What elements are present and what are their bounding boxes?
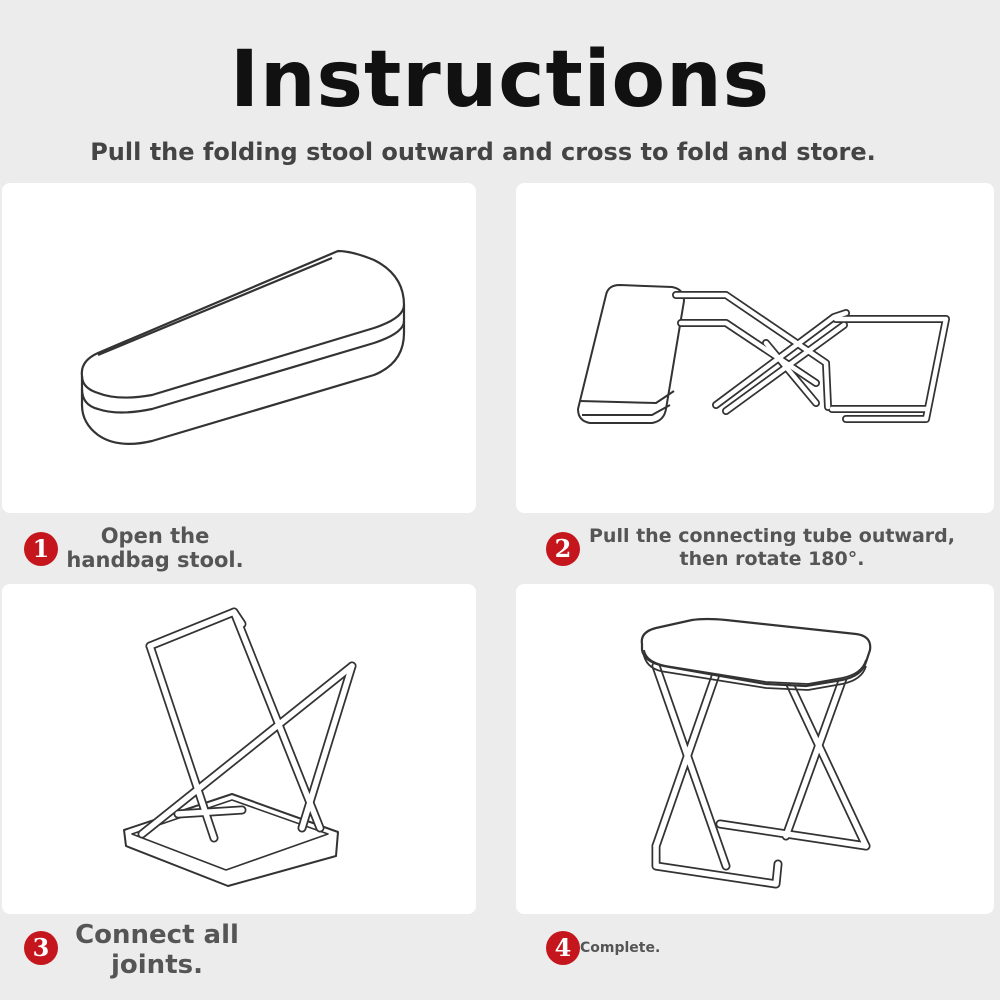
step-2-caption: Pull the connecting tube outward,then ro… — [589, 525, 955, 570]
folded-case-icon — [80, 249, 406, 446]
step-1-panel — [2, 183, 476, 513]
step-4-badge: 4 — [546, 931, 580, 965]
step-3-badge: 3 — [24, 931, 58, 965]
assembled-stool-icon — [640, 617, 872, 889]
step-4-panel — [516, 584, 994, 914]
page-title: Instructions — [229, 35, 771, 125]
page-subtitle: Pull the folding stool outward and cross… — [90, 138, 876, 166]
unfolding-stool-icon — [577, 284, 950, 424]
step-4-caption: Complete. — [580, 940, 661, 956]
step-1-badge: 1 — [24, 532, 58, 566]
step-3-panel — [2, 584, 476, 914]
step-2-panel — [516, 183, 994, 513]
step-2-badge: 2 — [546, 532, 580, 566]
frame-assembly-icon — [123, 607, 357, 887]
